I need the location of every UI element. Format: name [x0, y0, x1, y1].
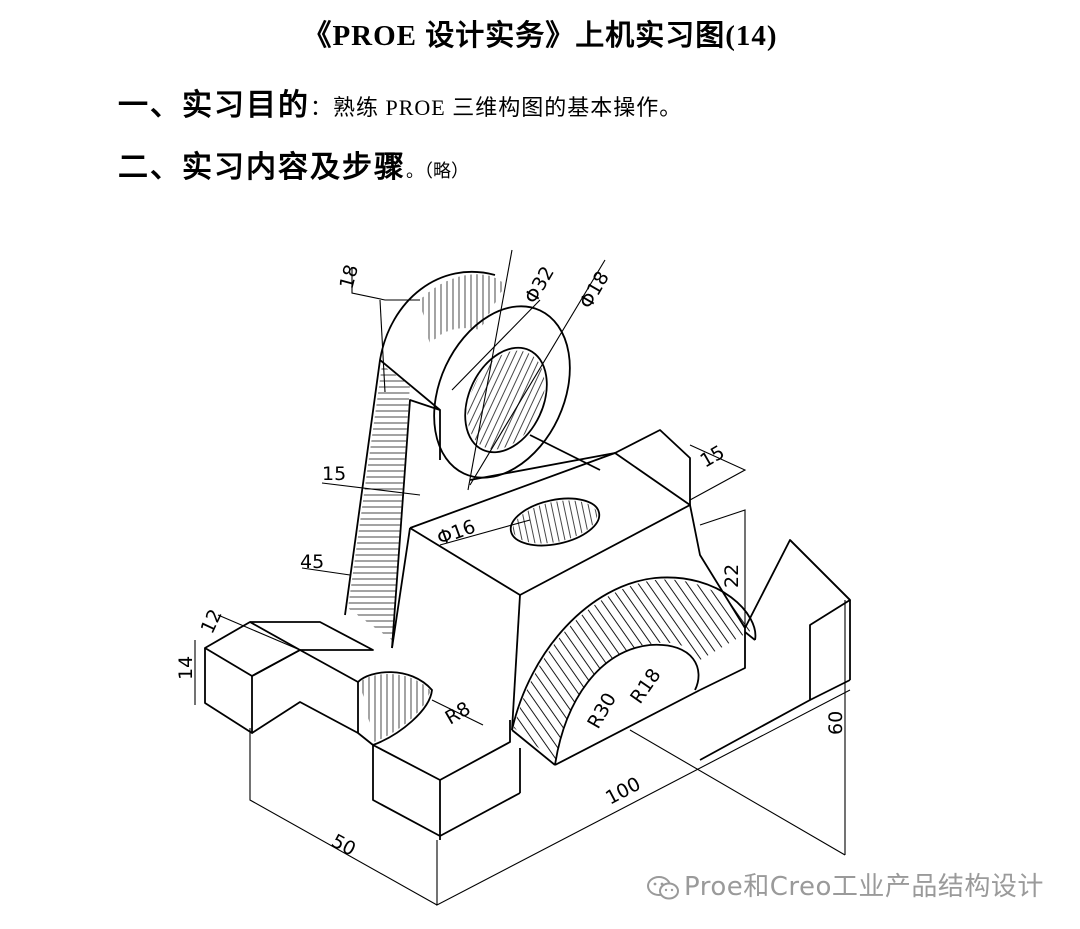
section-purpose-text: ：熟练 PROE 三维构图的基本操作。 [310, 95, 683, 120]
dim-R30: R30 [583, 689, 621, 732]
dim-45: 45 [300, 551, 324, 573]
section-purpose: 一、实习目的：熟练 PROE 三维构图的基本操作。 [118, 80, 682, 124]
wechat-icon [647, 875, 679, 899]
section-content-text: 。（略） [406, 161, 469, 181]
dim-R18: R18 [626, 665, 665, 708]
dim-R8: R8 [442, 698, 475, 730]
dim-14: 14 [175, 656, 197, 680]
dim-22: 22 [721, 564, 743, 588]
dim-100: 100 [602, 773, 644, 809]
watermark-text: Proe和Creo工业产品结构设计 [684, 872, 1044, 902]
section-content: 二、实习内容及步骤。（略） [118, 142, 469, 186]
dim-phi18: Φ18 [575, 268, 614, 313]
section-purpose-heading: 一、实习目的 [118, 89, 310, 122]
part-outline [204, 270, 851, 840]
dimension-lines [194, 249, 851, 906]
dim-50: 50 [328, 830, 360, 861]
dim-15-left: 15 [322, 463, 346, 485]
watermark: Proe和Creo工业产品结构设计 [646, 866, 1044, 903]
dim-phi16: Φ16 [434, 516, 478, 550]
dim-18: 18 [336, 262, 364, 291]
dim-phi32: Φ32 [520, 263, 559, 308]
hatching [348, 274, 752, 762]
dim-60: 60 [825, 711, 847, 735]
dim-15-top: 15 [697, 441, 729, 472]
section-content-heading: 二、实习内容及步骤 [118, 151, 406, 184]
page-title: 《PROE 设计实务》上机实习图(14) [302, 20, 778, 52]
dim-12: 12 [197, 606, 227, 637]
